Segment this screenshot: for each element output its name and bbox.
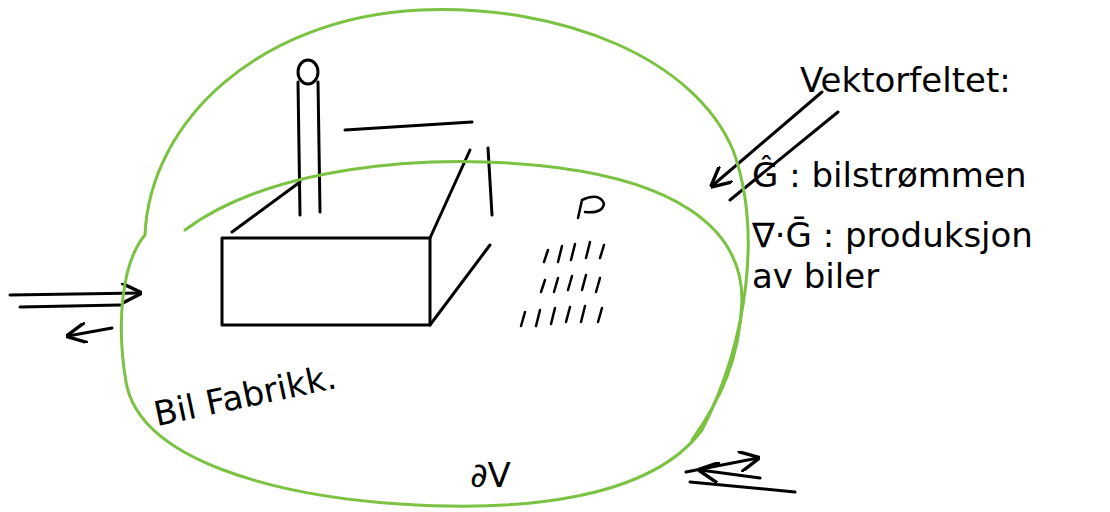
volume-outline xyxy=(110,0,760,512)
boundary-label: ∂V xyxy=(470,455,511,496)
annotation-text: Ĝ : bilstrømmen xyxy=(752,155,1102,196)
factory-sketch xyxy=(222,60,492,325)
control-volume: Bil Fabrikk. ∂V xyxy=(110,0,760,512)
annotation-text: Vektorfeltet: xyxy=(800,60,1100,101)
flow-arrows xyxy=(10,92,838,492)
factory-label: Bil Fabrikk. xyxy=(150,356,340,434)
parking-lot xyxy=(521,197,604,326)
boundary-curve xyxy=(121,10,748,507)
annotation-text: ∇·Ḡ : produksjon av biler xyxy=(752,215,1052,297)
